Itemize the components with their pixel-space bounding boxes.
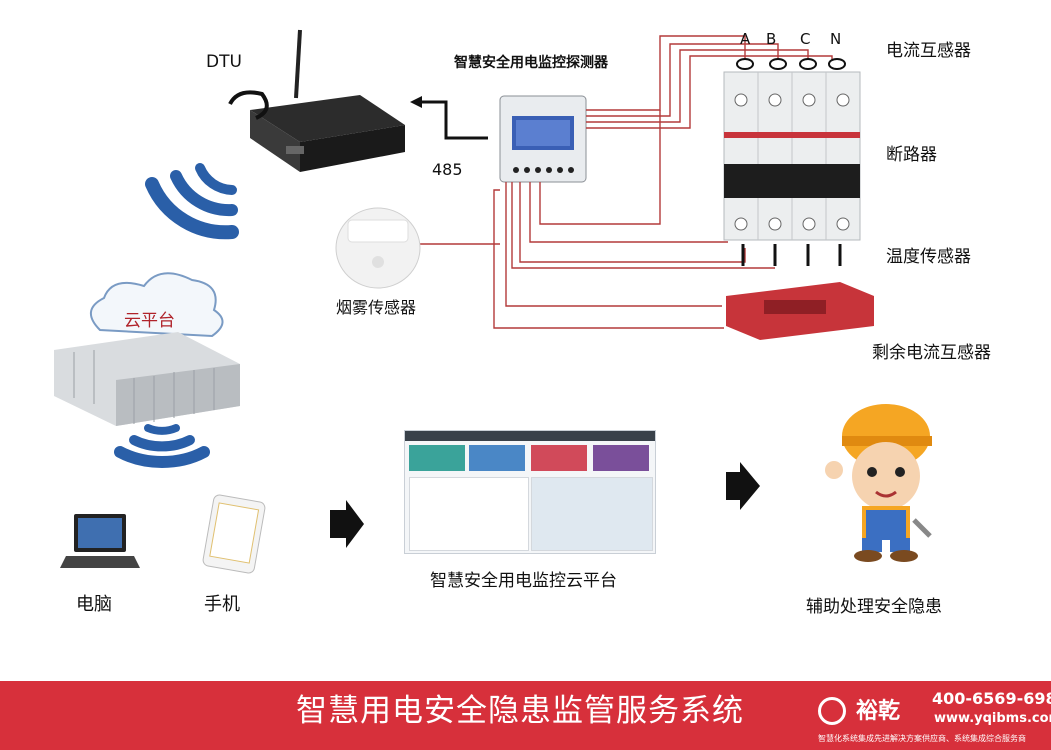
brand-phone: 400-6569-698 bbox=[932, 689, 1051, 708]
smoke-detector-icon bbox=[335, 207, 421, 289]
system-diagram bbox=[54, 29, 932, 574]
dashboard-tile bbox=[593, 445, 649, 471]
phase-n-label: N bbox=[830, 30, 842, 48]
phase-c-label: C bbox=[800, 30, 811, 48]
dashboard-header bbox=[405, 431, 655, 441]
platform-label: 智慧安全用电监控云平台 bbox=[430, 571, 617, 591]
circuit-breaker-icon bbox=[723, 71, 861, 241]
smartphone-icon bbox=[202, 494, 266, 574]
dtu-device-icon bbox=[228, 29, 405, 172]
server-rack-icon bbox=[54, 332, 240, 426]
footer-banner: 智慧用电安全隐患监管服务系统 裕乾 400-6569-698 www.yqibm… bbox=[0, 681, 1051, 750]
current-transformer-label: 电流互感器 bbox=[886, 41, 971, 61]
signal-waves-icon bbox=[114, 424, 210, 468]
breaker-label: 断路器 bbox=[886, 145, 937, 165]
smoke-sensor-label: 烟雾传感器 bbox=[336, 298, 417, 317]
phase-a-label: A bbox=[740, 30, 751, 48]
brand-logo-icon bbox=[818, 697, 846, 725]
cloud-icon bbox=[90, 272, 224, 338]
rs485-link bbox=[418, 100, 488, 140]
dashboard-map bbox=[531, 477, 653, 551]
temp-sensor-label: 温度传感器 bbox=[886, 247, 971, 267]
brand-website: www.yqibms.com bbox=[934, 711, 1051, 726]
arrow-right-icon bbox=[726, 462, 760, 510]
phase-b-label: B bbox=[766, 30, 777, 48]
current-transformer-icon bbox=[736, 58, 846, 70]
dashboard-table bbox=[409, 477, 529, 551]
dtu-label: DTU bbox=[206, 52, 242, 72]
brand-slogan: 智慧化系统集成先进解决方案供应商、系统集成综合服务商 bbox=[818, 734, 1026, 743]
temp-sensor-icon bbox=[741, 244, 842, 266]
dashboard-tile bbox=[469, 445, 525, 471]
residual-current-label: 剩余电流互感器 bbox=[872, 343, 991, 363]
monitor-label: 智慧安全用电监控探测器 bbox=[454, 55, 608, 71]
worker-mascot-icon bbox=[825, 404, 932, 562]
assist-label: 辅助处理安全隐患 bbox=[806, 597, 942, 617]
brand-name: 裕乾 bbox=[856, 699, 901, 724]
platform-dashboard bbox=[404, 430, 656, 554]
residual-current-transformer-icon bbox=[726, 282, 874, 340]
signal-waves-icon bbox=[145, 163, 239, 240]
cloud-label: 云平台 bbox=[124, 311, 175, 331]
sensor-wires bbox=[420, 35, 833, 329]
rs485-label: 485 bbox=[432, 160, 463, 179]
computer-label: 电脑 bbox=[76, 594, 112, 615]
dashboard-tile bbox=[531, 445, 587, 471]
phone-label: 手机 bbox=[204, 594, 240, 615]
footer-title: 智慧用电安全隐患监管服务系统 bbox=[296, 693, 744, 729]
monitor-device-icon bbox=[499, 95, 587, 183]
arrow-right-icon bbox=[330, 500, 364, 548]
laptop-icon bbox=[60, 514, 140, 568]
dashboard-tile bbox=[409, 445, 465, 471]
